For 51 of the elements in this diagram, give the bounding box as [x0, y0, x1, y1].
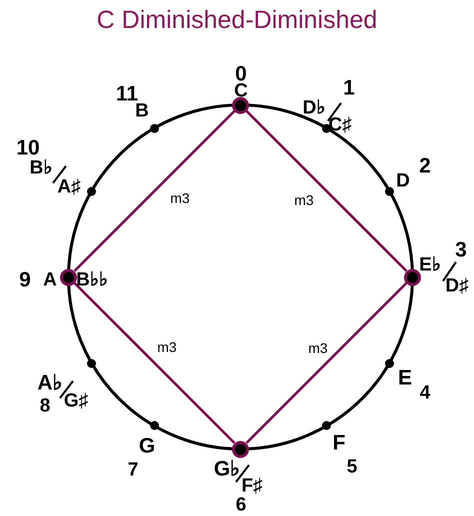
note-label: E♭ — [419, 256, 441, 274]
note-label: 2 — [419, 156, 431, 176]
note-label: D♭ — [302, 98, 326, 118]
note-label: 4 — [420, 384, 430, 402]
note-label: 1 — [343, 78, 355, 98]
highlighted-note-dot — [232, 440, 249, 458]
note-label: D — [396, 172, 410, 190]
edge-label: m3 — [294, 192, 314, 208]
note-dot — [322, 124, 331, 133]
note-label: 10 — [16, 138, 40, 158]
edge-label: m3 — [170, 190, 190, 206]
note-label: G♯ — [64, 392, 88, 410]
interval-line — [74, 282, 236, 444]
note-label: 0 — [235, 64, 247, 84]
note-dot — [150, 421, 159, 430]
note-dot — [384, 186, 394, 196]
interval-line — [74, 110, 236, 272]
note-label: 5 — [346, 458, 358, 476]
note-label: C — [234, 82, 248, 100]
note-label: B — [135, 102, 149, 120]
interval-line — [246, 282, 408, 444]
note-label: B♭ — [30, 158, 52, 178]
note-label: G♭ — [214, 458, 240, 480]
note-label: 8 — [40, 396, 50, 416]
note-dot — [384, 358, 394, 368]
diagram-title: C Diminished-Diminished — [96, 6, 378, 35]
note-label: 7 — [128, 460, 138, 480]
note-label: A♯ — [57, 178, 81, 196]
interval-line — [246, 110, 408, 272]
note-label: 3 — [455, 240, 467, 260]
note-label: A♭ — [37, 372, 63, 394]
note-dot — [322, 421, 331, 430]
highlighted-note-dot — [232, 96, 249, 114]
note-label: 6 — [236, 496, 246, 514]
note-label: D♯ — [445, 276, 469, 296]
note-dot — [150, 124, 159, 133]
note-label: C♯ — [328, 116, 352, 134]
highlighted-note-dot — [60, 268, 77, 286]
note-label: G — [138, 436, 156, 456]
note-label: B♭♭ — [76, 270, 108, 290]
highlighted-note-dot — [404, 268, 421, 286]
note-label: F — [332, 432, 346, 454]
edge-label: m3 — [157, 339, 177, 355]
note-label: A — [43, 270, 57, 290]
note-label: 11 — [116, 84, 138, 104]
edge-label: m3 — [308, 340, 328, 356]
note-label: 9 — [19, 270, 31, 290]
note-dot — [87, 358, 96, 368]
note-label: E — [398, 368, 412, 388]
note-dot — [87, 186, 96, 196]
note-label: F♯ — [241, 476, 263, 496]
